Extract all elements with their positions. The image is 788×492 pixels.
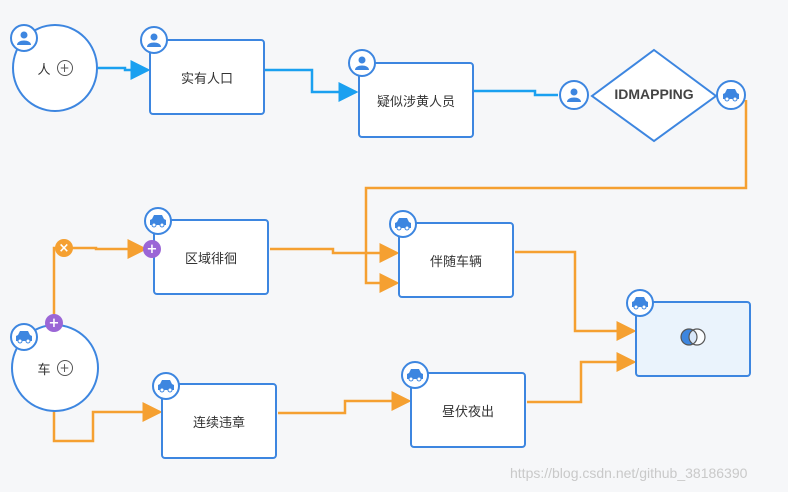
car-icon — [389, 210, 417, 238]
car-icon — [401, 361, 429, 389]
car-icon — [626, 289, 654, 317]
consecutive-violation-node[interactable]: 连续违章 — [161, 383, 277, 459]
edge-area-to-accompany — [270, 243, 400, 263]
idmapping-diamond — [590, 48, 718, 143]
watermark-text: https://blog.csdn.net/github_38186390 — [510, 465, 748, 481]
plus-icon[interactable]: + — [56, 360, 73, 376]
edge-dayhide-to-result — [527, 352, 637, 404]
person-icon — [559, 80, 589, 110]
consecutive-violation-label: 连续违章 — [192, 415, 245, 431]
car-start-label: 车 — [37, 362, 51, 378]
close-icon[interactable]: × — [55, 239, 73, 257]
area-linger-label: 区域徘徊 — [184, 251, 237, 267]
edge-idmapping-to-accompany — [364, 100, 748, 293]
car-icon — [716, 80, 746, 110]
real-population-node[interactable]: 实有人口 — [149, 39, 265, 115]
edge-car-to-area — [52, 239, 148, 322]
car-icon — [152, 372, 180, 400]
plus-icon[interactable]: + — [56, 60, 73, 76]
idmapping-label: IDMAPPING — [614, 86, 694, 102]
edge-population-to-suspected — [265, 68, 359, 102]
edge-suspected-to-idmapping — [474, 89, 558, 97]
plus-icon[interactable]: + — [45, 314, 63, 332]
person-start-label: 人 — [37, 62, 51, 78]
intersect-icon — [679, 327, 707, 351]
result-node[interactable] — [635, 301, 751, 377]
edge-person-to-population — [98, 60, 151, 80]
accompany-vehicle-node[interactable]: 伴随车辆 — [398, 222, 514, 298]
suspected-person-node[interactable]: 疑似涉黄人员 — [358, 62, 474, 138]
person-icon — [140, 26, 168, 54]
car-icon — [10, 323, 38, 351]
car-icon — [144, 207, 172, 235]
day-hide-night-out-label: 昼伏夜出 — [441, 404, 494, 420]
edge-violation-to-dayhide — [278, 391, 412, 415]
real-population-label: 实有人口 — [180, 71, 233, 87]
person-icon — [10, 24, 38, 52]
edge-car-to-violation — [52, 402, 163, 443]
suspected-person-label: 疑似涉黄人员 — [376, 94, 455, 110]
accompany-vehicle-label: 伴随车辆 — [429, 254, 482, 270]
day-hide-night-out-node[interactable]: 昼伏夜出 — [410, 372, 526, 448]
edge-accompany-to-result — [515, 250, 637, 341]
area-linger-node[interactable]: 区域徘徊 — [153, 219, 269, 295]
person-icon — [348, 49, 376, 77]
plus-icon[interactable]: + — [143, 240, 161, 258]
